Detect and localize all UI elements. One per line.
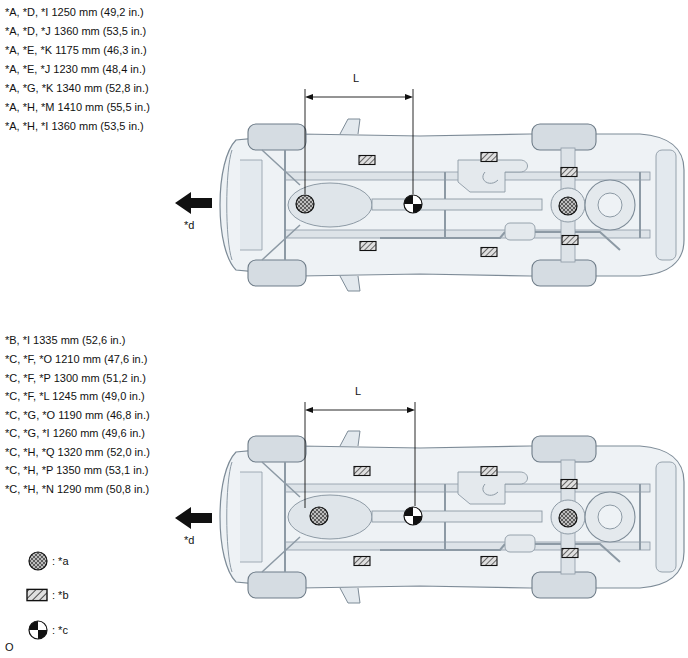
legend-text: : *a: [52, 555, 69, 568]
dimension-spec: *A, *E, *J 1230 mm (48,4 in.): [5, 63, 146, 76]
dimension-spec: *A, *H, *M 1410 mm (55,5 in.): [5, 101, 150, 114]
direction-label: *d: [184, 534, 194, 547]
dimension-spec: *C, *G, *I 1260 mm (49,6 in.): [5, 427, 145, 440]
dimension-spec: *C, *H, *P 1350 mm (53,1 in.): [5, 464, 148, 477]
dimension-symbol: L: [355, 385, 361, 398]
legend-text: : *c: [52, 624, 68, 637]
direction-label: *d: [184, 219, 194, 232]
dimension-spec: *A, *H, *I 1360 mm (53,5 in.): [5, 120, 144, 133]
dimension-spec: *A, *G, *K 1340 mm (52,8 in.): [5, 82, 149, 95]
figure-code: O: [5, 641, 14, 654]
dimension-spec: *C, *H, *N 1290 mm (50,8 in.): [5, 483, 149, 496]
dimension-spec: *A, *D, *I 1250 mm (49,2 in.): [5, 6, 144, 19]
dimension-spec: *A, *E, *K 1175 mm (46,3 in.): [5, 44, 147, 57]
dimension-spec: *C, *F, *P 1300 mm (51,2 in.): [5, 372, 146, 385]
dimension-spec: *B, *I 1335 mm (52,6 in.): [5, 334, 125, 347]
dimension-spec: *C, *F, *L 1245 mm (49,0 in.): [5, 390, 145, 403]
dimension-spec: *C, *H, *Q 1320 mm (52,0 in.): [5, 446, 150, 459]
dimension-symbol: L: [353, 72, 359, 85]
legend-text: : *b: [52, 589, 69, 602]
dimension-spec: *C, *G, *O 1190 mm (46,8 in.): [5, 409, 150, 422]
dimension-spec: *A, *D, *J 1360 mm (53,5 in.): [5, 25, 146, 38]
dimension-spec: *C, *F, *O 1210 mm (47,6 in.): [5, 353, 147, 366]
